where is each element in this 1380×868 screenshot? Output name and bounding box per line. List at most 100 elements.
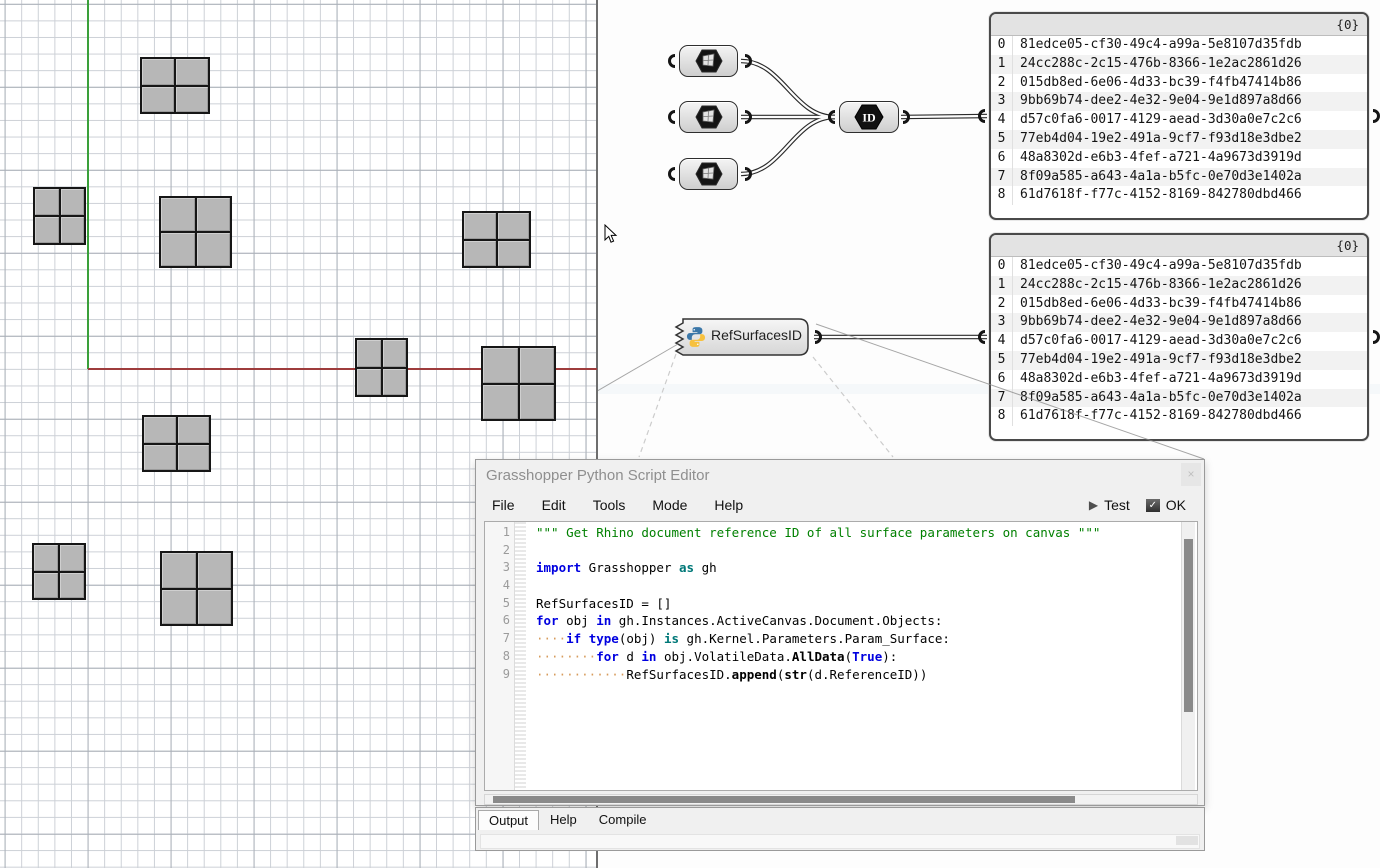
editor-output-panel[interactable]: Output Help Compile (475, 807, 1205, 851)
surface-cell (176, 59, 208, 85)
surface-object[interactable] (481, 346, 556, 421)
menu-tools[interactable]: Tools (592, 497, 626, 513)
surface-param-component-2[interactable] (679, 101, 738, 133)
output-hook[interactable] (744, 110, 752, 124)
row-guid: 61d7618f-f77c-4152-8169-842780dbd466 (1020, 408, 1302, 424)
line-number: 3 (502, 560, 510, 575)
menu-file[interactable]: File (492, 497, 515, 513)
tab-output[interactable]: Output (478, 810, 540, 830)
surface-param-component-1[interactable] (679, 45, 738, 77)
surface-object[interactable] (32, 543, 86, 600)
y-axis-line (87, 0, 89, 369)
check-icon: ✓ (1145, 498, 1160, 512)
surface-object[interactable] (462, 211, 531, 268)
guid-component[interactable]: ID (839, 101, 899, 133)
python-script-component[interactable]: RefSurfacesID (671, 318, 811, 356)
surface-object[interactable] (142, 415, 211, 472)
row-guid: d57c0fa6-0017-4129-aead-3d30a0e7c2c6 (1020, 333, 1302, 349)
input-hook[interactable] (668, 167, 676, 181)
surface-cell (142, 86, 174, 112)
python-component-label: RefSurfacesID (711, 327, 803, 343)
id-hexagon-icon: ID (854, 104, 884, 130)
editor-titlebar[interactable]: Grasshopper Python Script Editor × (476, 460, 1204, 490)
vertical-scrollbar[interactable] (1181, 522, 1195, 790)
row-guid: 015db8ed-6e06-4d33-bc39-f4fb47414b86 (1020, 74, 1302, 90)
code-text[interactable]: """ Get Rhino document reference ID of a… (526, 522, 1197, 790)
output-hook[interactable] (1372, 109, 1380, 123)
surface-cell (483, 348, 518, 383)
row-guid: 8f09a585-a643-4a1a-b5fc-0e70d3e1402a (1020, 168, 1302, 184)
row-guid: 9bb69b74-dee2-4e32-9e04-9e1d897a8d66 (1020, 314, 1302, 330)
input-hook[interactable] (978, 109, 986, 123)
surface-cell (464, 213, 496, 239)
surface-cell (162, 553, 196, 588)
panel-row: 7 8f09a585-a643-4a1a-b5fc-0e70d3e1402a (991, 167, 1367, 187)
surface-object[interactable] (160, 551, 233, 626)
test-button[interactable]: ▶ Test (1081, 494, 1138, 516)
output-hook[interactable] (902, 110, 910, 124)
row-index: 4 (991, 111, 1013, 130)
input-hook[interactable] (668, 54, 676, 68)
tab-help[interactable]: Help (550, 812, 577, 827)
output-hook[interactable] (744, 54, 752, 68)
panel-row: 4 d57c0fa6-0017-4129-aead-3d30a0e7c2c6 (991, 332, 1367, 351)
surface-cell (142, 59, 174, 85)
test-button-label: Test (1104, 497, 1130, 513)
menu-help[interactable]: Help (714, 497, 744, 513)
surface-cell (497, 240, 529, 266)
surface-cell (357, 340, 381, 367)
rhino-viewport[interactable] (0, 0, 598, 868)
code-line (536, 577, 1197, 595)
horizontal-scrollbar[interactable] (484, 794, 1198, 805)
menu-mode[interactable]: Mode (652, 497, 688, 513)
row-guid: 48a8302d-e6b3-4fef-a721-4a9673d3919d (1020, 370, 1302, 386)
menu-edit[interactable]: Edit (541, 497, 566, 513)
line-number: 4 (502, 578, 510, 593)
line-number: 9 (502, 666, 510, 681)
wire-core (740, 59, 836, 119)
surface-object[interactable] (355, 338, 408, 397)
tab-compile[interactable]: Compile (598, 812, 647, 827)
surface-cell (34, 545, 58, 571)
input-hook[interactable] (668, 110, 676, 124)
output-hook[interactable] (1372, 330, 1380, 344)
surface-cell (162, 589, 196, 624)
code-line (536, 542, 1197, 560)
surface-cell (382, 340, 406, 367)
row-index: 4 (991, 332, 1013, 351)
surface-cell (161, 198, 195, 231)
surface-cell (519, 384, 554, 419)
input-hook[interactable] (828, 110, 836, 124)
surface-param-component-3[interactable] (679, 158, 738, 190)
row-index: 1 (991, 275, 1013, 295)
vertical-scrollbar-thumb[interactable] (1184, 539, 1193, 712)
line-number: 1 (502, 525, 510, 539)
surface-object[interactable] (140, 57, 210, 114)
zigzag-edge (674, 318, 809, 356)
row-guid: 77eb4d04-19e2-491a-9cf7-f93d18e3dbe2 (1020, 130, 1302, 146)
close-button[interactable]: × (1181, 463, 1201, 486)
ok-button-label: OK (1165, 497, 1186, 513)
mouse-cursor (604, 224, 618, 243)
surface-object[interactable] (33, 187, 86, 245)
wire-core (740, 115, 836, 176)
output-hook[interactable] (744, 167, 752, 181)
row-index: 1 (991, 54, 1013, 74)
ok-button[interactable]: ✓ OK (1138, 494, 1194, 516)
row-guid: 48a8302d-e6b3-4fef-a721-4a9673d3919d (1020, 149, 1302, 165)
fold-margin (515, 522, 526, 790)
row-index: 7 (991, 167, 1013, 187)
surface-object[interactable] (159, 196, 232, 268)
editor-title: Grasshopper Python Script Editor (486, 467, 710, 484)
horizontal-scrollbar-thumb[interactable] (493, 796, 1075, 803)
python-script-editor-window[interactable]: Grasshopper Python Script Editor × File … (475, 459, 1205, 806)
line-number: 5 (502, 595, 510, 610)
